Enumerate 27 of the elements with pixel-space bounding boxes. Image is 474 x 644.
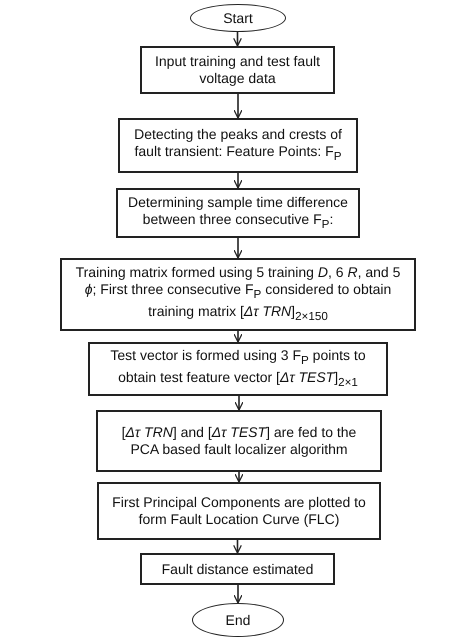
process-box	[116, 188, 360, 238]
arrow	[233, 585, 243, 604]
step-text: [Δτ TRN] and [Δτ TEST] are fed to the PCA based fault localizer algorithm	[120, 424, 358, 458]
arrow	[232, 540, 242, 554]
process-box	[140, 46, 335, 94]
arrow	[233, 238, 243, 259]
step-text: Determining sample time difference between three consecutive F$_{P}$:	[127, 194, 349, 232]
step-text: Test vector is formed using 3 F$_{P}$ points to obtain test feature vector [Δτ TEST]$_{2×1}$	[109, 347, 367, 391]
process-box	[96, 410, 382, 472]
step-text: End	[224, 612, 252, 628]
step-text: Fault distance estimated	[160, 560, 314, 578]
process-box	[97, 482, 381, 540]
arrow	[232, 32, 242, 47]
step-text: Detecting the peaks and crests of fault transient: Feature Points: F$_{P}$	[133, 126, 343, 165]
step-text: Start	[222, 10, 254, 26]
arrow	[233, 331, 243, 343]
process-box	[118, 118, 358, 173]
arrow	[233, 94, 243, 119]
step-text: Training matrix formed using 5 training D, 6 R, and 5 ϕ; First three consecutive F$_{P}$ considered to obtain training matrix [Δτ TRN]$_{2×150}$	[74, 264, 402, 325]
arrow	[234, 472, 244, 483]
process-box	[60, 258, 416, 331]
arrow	[233, 173, 243, 189]
step-text: First Principal Components are plotted to form Fault Location Curve (FLC)	[111, 494, 367, 528]
process-box	[140, 553, 335, 585]
arrow	[234, 396, 244, 411]
process-box	[88, 342, 388, 396]
step-text: Input training and test fault voltage data	[154, 53, 321, 87]
